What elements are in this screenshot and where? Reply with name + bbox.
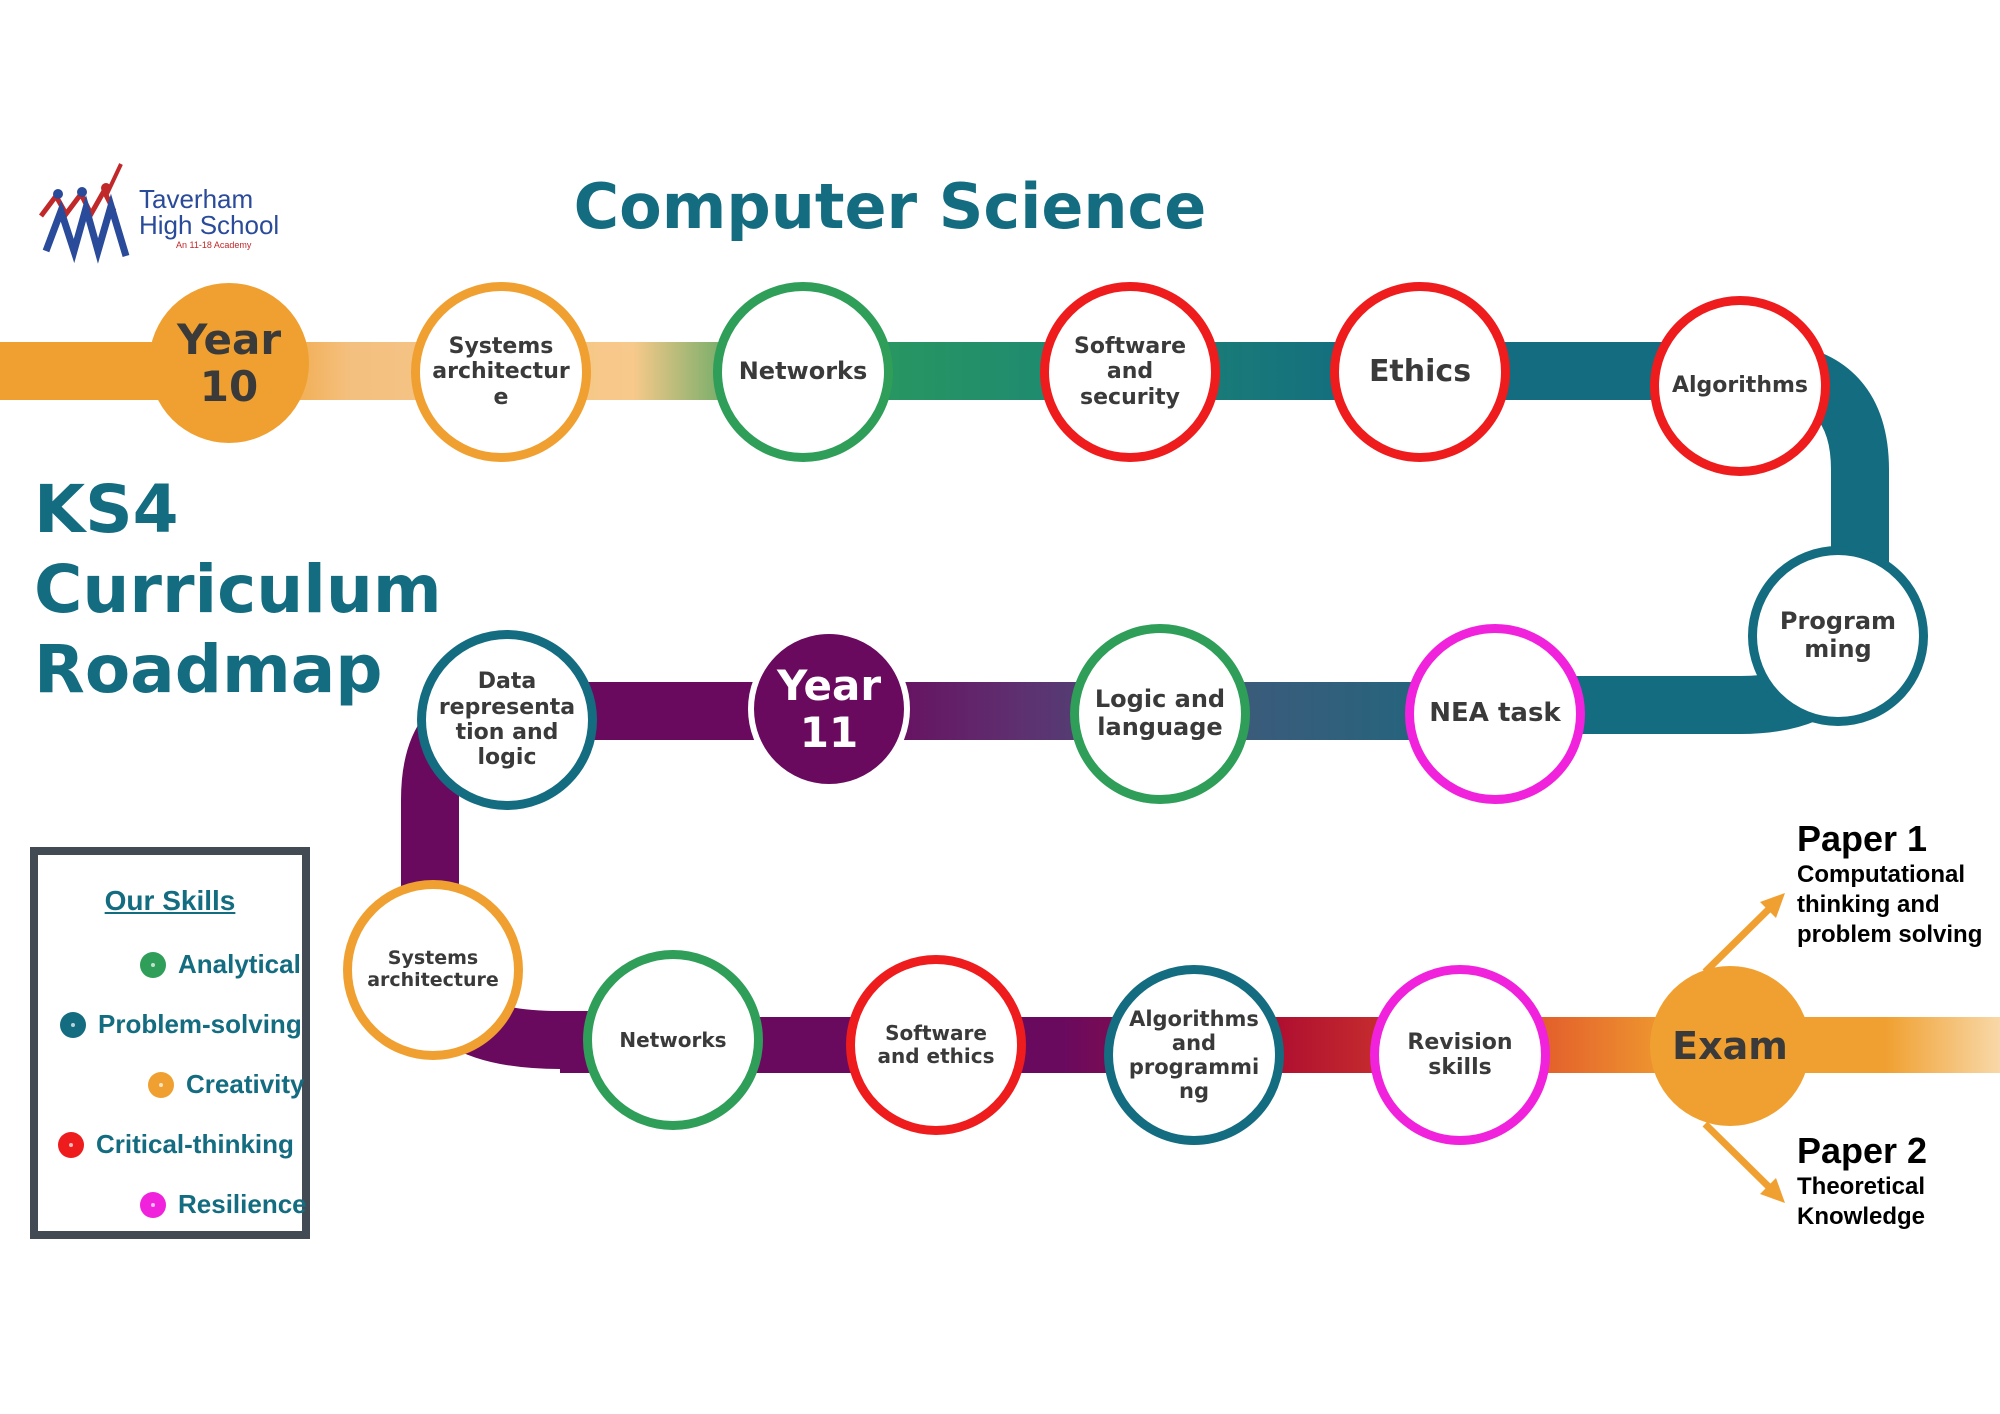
topic-y11-systems-architecture: Systems architecture xyxy=(343,880,523,1060)
topic-label: Program ming xyxy=(1779,607,1897,663)
logo-line-1: Taverham xyxy=(139,184,254,214)
skill-resilience: Resilience xyxy=(140,1189,307,1220)
topic-label: Networks xyxy=(738,357,868,386)
topic-label: Algorithms and programmi ng xyxy=(1128,1006,1260,1104)
topic-y10-networks: Networks xyxy=(713,282,893,462)
skill-label: Resilience xyxy=(178,1189,307,1219)
year-11-marker: Year 11 xyxy=(748,628,910,790)
topic-y10-nea-task: NEA task xyxy=(1405,624,1585,804)
topic-y10-algorithms: Algorithms xyxy=(1650,296,1830,476)
paper-2: Paper 2 Theoretical Knowledge xyxy=(1797,1130,1997,1232)
topic-y10-logic-language: Logic and language xyxy=(1070,624,1250,804)
topic-y11-software-ethics: Software and ethics xyxy=(846,955,1026,1135)
topic-label: Software and security xyxy=(1074,334,1186,410)
skill-problem-solving: Problem-solving xyxy=(60,1009,302,1040)
topic-label: NEA task xyxy=(1429,698,1561,729)
paper-2-title: Paper 2 xyxy=(1797,1130,1928,1171)
logo-figures-icon xyxy=(39,163,130,264)
exam-marker: Exam xyxy=(1650,966,1810,1126)
topic-label: Ethics xyxy=(1368,353,1472,389)
creativity-dot-icon xyxy=(148,1071,174,1098)
paper-1-title: Paper 1 xyxy=(1797,818,1928,859)
topic-label: Networks xyxy=(619,1027,727,1052)
skill-creativity: Creativity xyxy=(148,1069,305,1100)
skill-critical-thinking: Critical-thinking xyxy=(58,1129,294,1160)
topic-y10-programming: Program ming xyxy=(1748,546,1928,726)
topic-y11-data-representation: Data representa tion and logic xyxy=(417,630,597,810)
topic-y10-systems-architecture: Systems architectur e xyxy=(411,282,591,462)
skill-label: Critical-thinking xyxy=(96,1129,294,1159)
skill-label: Creativity xyxy=(186,1069,305,1099)
skill-label: Problem-solving xyxy=(98,1009,302,1039)
topic-y11-revision-skills: Revision skills xyxy=(1370,965,1550,1145)
critical-thinking-dot-icon xyxy=(58,1131,84,1158)
topic-y10-software-security: Software and security xyxy=(1040,282,1220,462)
topic-label: Systems architectur e xyxy=(432,334,570,410)
heading-line-3: Roadmap xyxy=(34,631,383,708)
topic-label: Systems architecture xyxy=(367,947,499,991)
topic-label: Data representa tion and logic xyxy=(438,669,576,771)
topic-label: Algorithms xyxy=(1671,373,1809,399)
topic-y10-ethics: Ethics xyxy=(1330,282,1510,462)
school-logo: Taverham High School An 11-18 Academy xyxy=(36,156,306,266)
year-11-label: Year 11 xyxy=(776,660,882,757)
paper-1-desc: Computational thinking and problem solvi… xyxy=(1797,861,1983,948)
heading-line-2: Curriculum xyxy=(34,551,442,628)
paper-2-desc: Theoretical Knowledge xyxy=(1797,1173,1926,1230)
resilience-dot-icon xyxy=(140,1191,166,1218)
year-10-marker: Year 10 xyxy=(149,283,309,443)
roadmap-heading: KS4 Curriculum Roadmap xyxy=(34,470,442,710)
skills-key-title: Our Skills xyxy=(104,885,236,916)
topic-y11-algorithms-programming: Algorithms and programmi ng xyxy=(1104,965,1284,1145)
logo-tagline: An 11-18 Academy xyxy=(176,240,252,250)
analytical-dot-icon xyxy=(140,951,166,978)
topic-label: Revision skills xyxy=(1407,1029,1513,1080)
skill-label: Analytical xyxy=(178,949,301,979)
year-10-label: Year 10 xyxy=(176,314,282,411)
topic-label: Software and ethics xyxy=(877,1021,995,1068)
problem-solving-dot-icon xyxy=(60,1011,86,1038)
logo-line-2: High School xyxy=(139,210,280,240)
skills-key: Our Skills Analytical Problem-solving Cr… xyxy=(30,847,310,1239)
exam-label: Exam xyxy=(1672,1023,1788,1068)
topic-label: Logic and language xyxy=(1094,685,1226,741)
paper-1: Paper 1 Computational thinking and probl… xyxy=(1797,818,1997,950)
topic-y11-networks: Networks xyxy=(583,950,763,1130)
page-title: Computer Science xyxy=(573,170,1207,243)
heading-line-1: KS4 xyxy=(34,471,179,548)
skill-analytical: Analytical xyxy=(140,949,301,980)
